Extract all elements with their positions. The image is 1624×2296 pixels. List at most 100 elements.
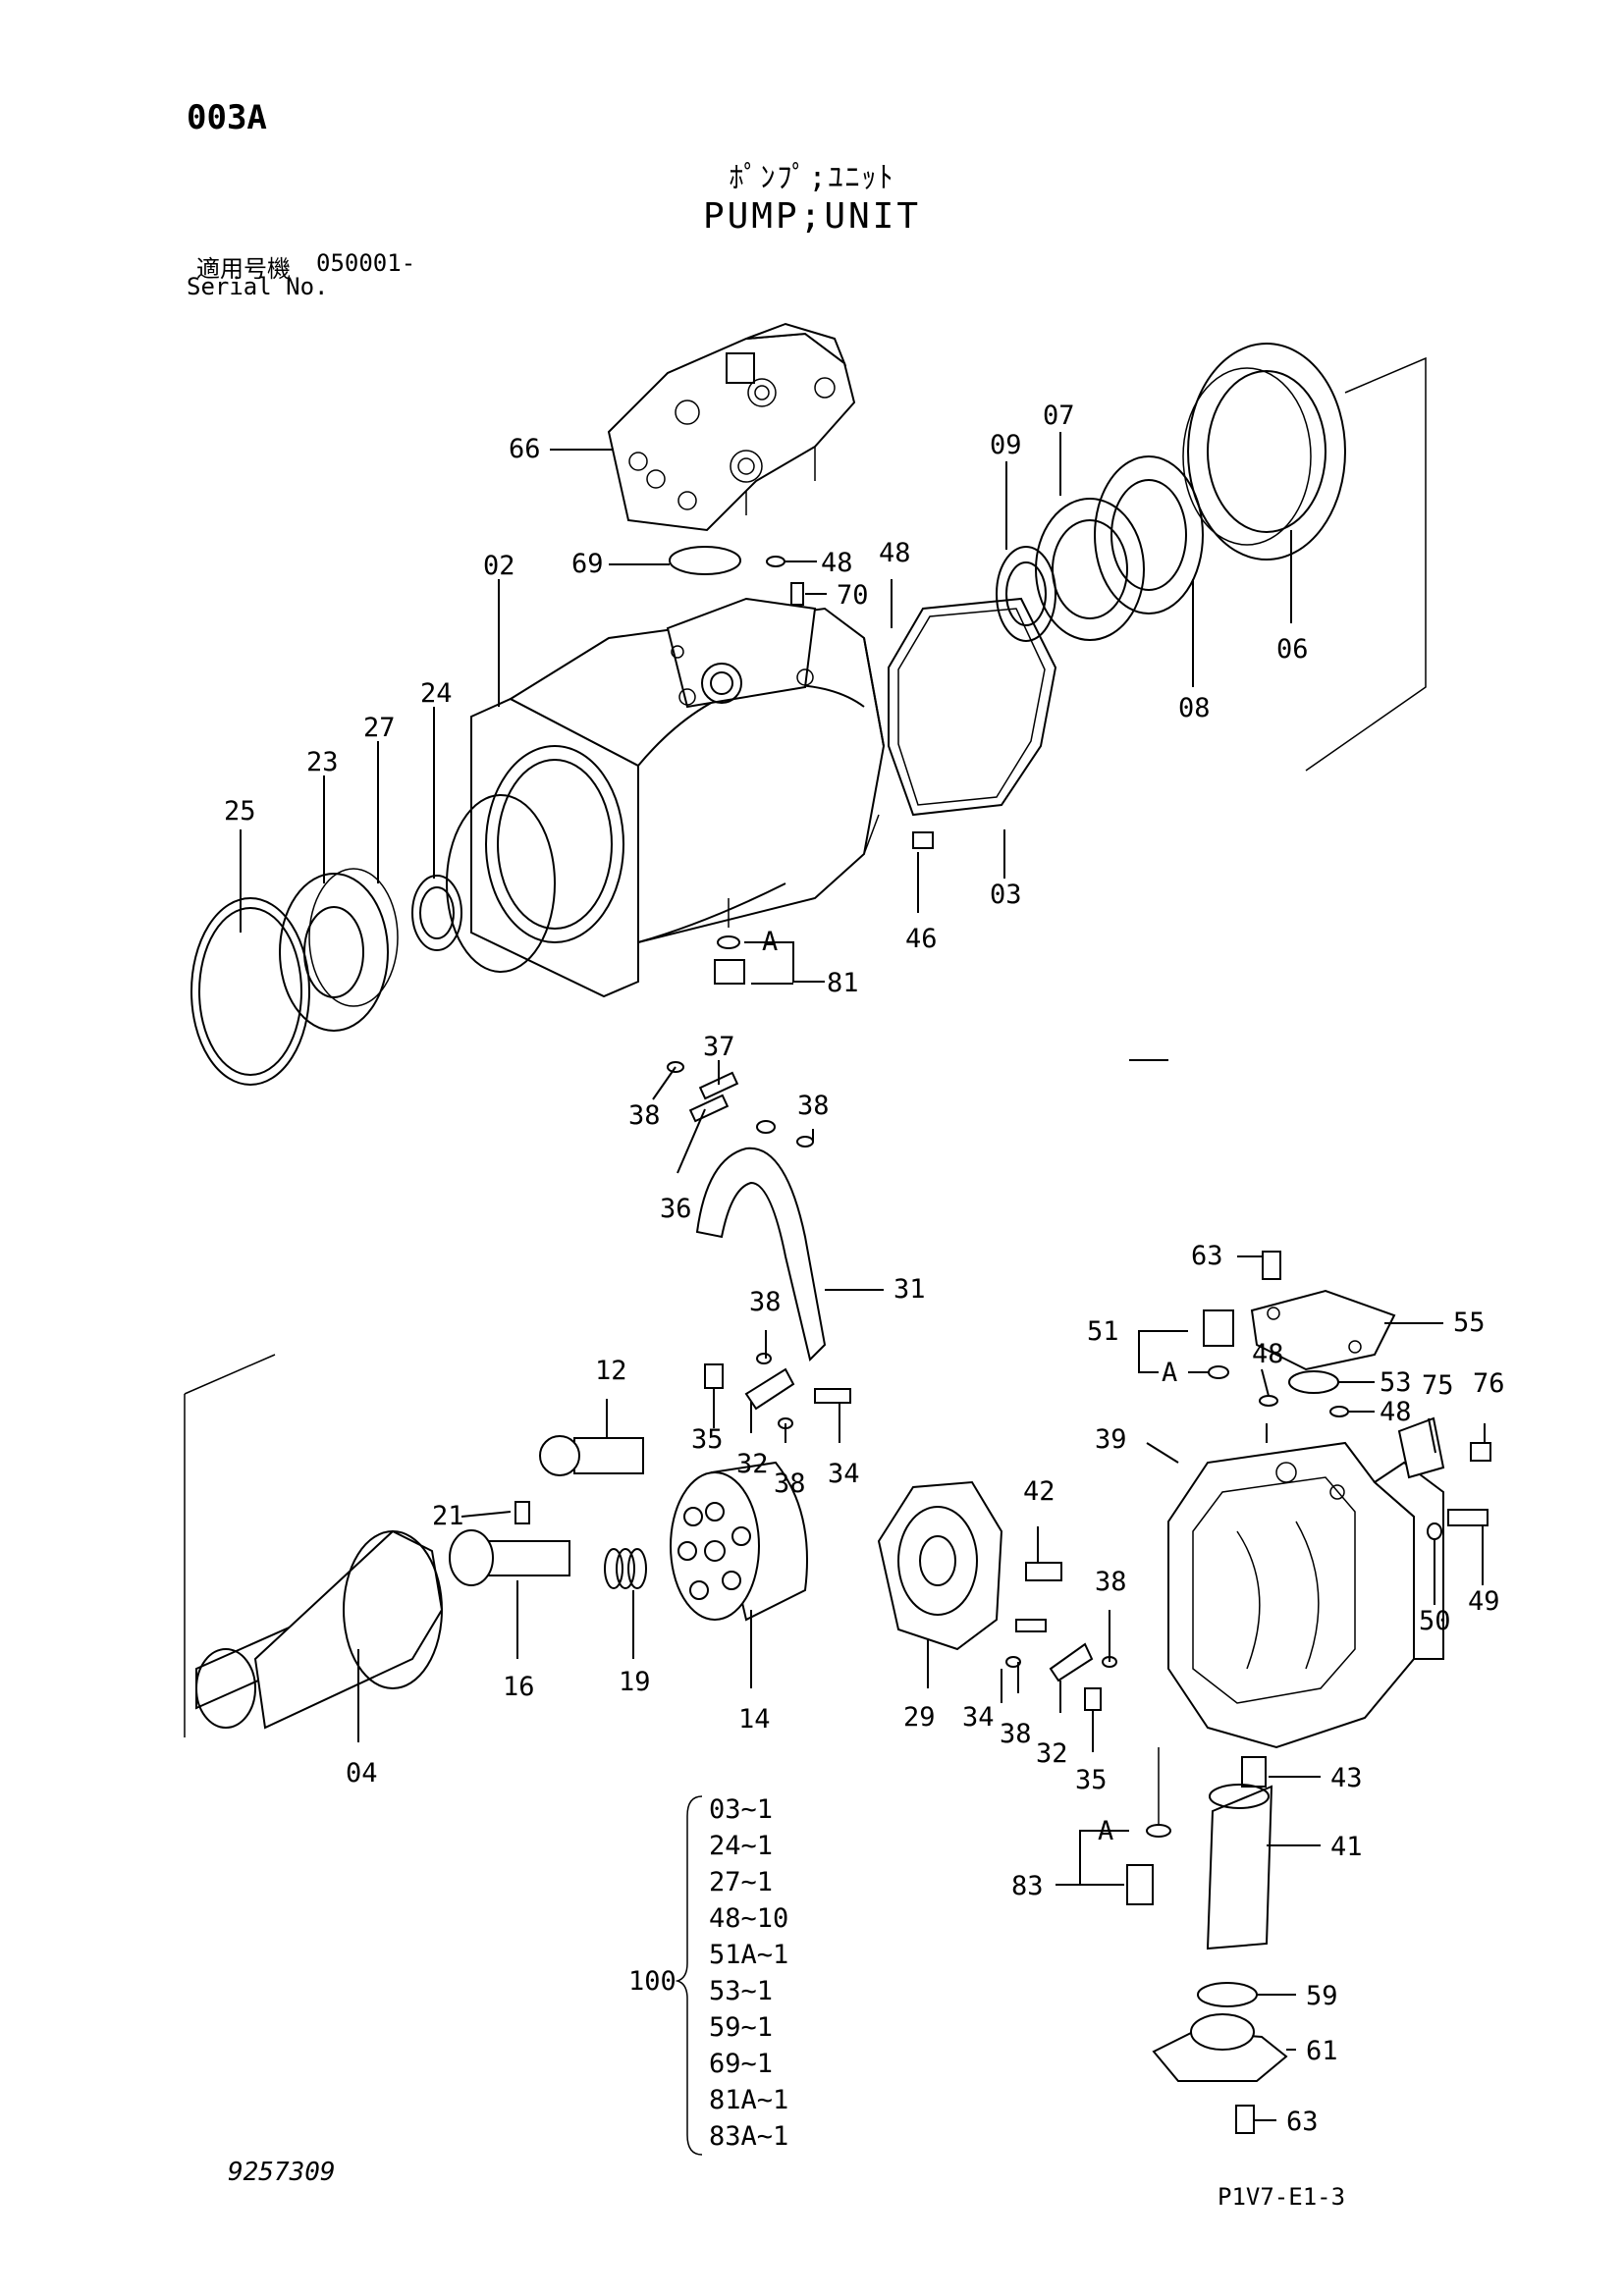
callout-06: 06: [1276, 634, 1309, 665]
callout-53: 53: [1380, 1367, 1412, 1398]
serial-label-english: Serial No.: [187, 273, 329, 300]
callout-21: 21: [432, 1501, 464, 1531]
callout-63-top: 63: [1191, 1241, 1223, 1271]
kit-item: 81A~1: [709, 2085, 788, 2115]
spring-19: [604, 1548, 647, 1589]
kit-item-qty: ~1: [757, 1940, 789, 1970]
spring-43: [1241, 1756, 1267, 1788]
kit-item: 69~1: [709, 2049, 773, 2079]
callout-48-gasket: 48: [879, 538, 911, 568]
shoe-12: [573, 1437, 644, 1474]
callout-42: 42: [1023, 1476, 1056, 1507]
callout-48-mid: 48: [1252, 1339, 1284, 1369]
o-ring-48-top: [766, 556, 785, 567]
kit-item-part: 27: [709, 1867, 741, 1897]
callout-32-left: 32: [736, 1449, 769, 1479]
pin-21: [514, 1501, 530, 1524]
o-ring-69: [669, 546, 741, 575]
pump-casing: [470, 597, 886, 998]
title-japanese: ﾎﾟﾝﾌﾟ;ﾕﾆｯﾄ: [729, 161, 895, 195]
pin-70: [790, 582, 804, 606]
valve-block-39: [1167, 1441, 1444, 1749]
callout-46: 46: [905, 924, 938, 954]
callout-43: 43: [1330, 1763, 1363, 1793]
serial-number: 050001-: [316, 249, 416, 277]
kit-item: 51A~1: [709, 1940, 788, 1970]
kit-item-part: 48: [709, 1903, 741, 1934]
callout-48-right: 48: [1380, 1397, 1412, 1427]
kit-item: 24~1: [709, 1831, 773, 1861]
callout-83: 83: [1011, 1871, 1044, 1901]
callout-19: 19: [619, 1667, 651, 1697]
screw-34-right: [1015, 1619, 1047, 1632]
cover-55: [1250, 1289, 1396, 1371]
kit-item-qty: ~1: [741, 2012, 774, 2043]
bolt-49: [1447, 1509, 1489, 1526]
callout-24: 24: [420, 678, 453, 709]
serial-label-japanese: 適用号機: [196, 255, 291, 283]
callout-34-right: 34: [962, 1702, 995, 1733]
kit-item-part: 03: [709, 1794, 741, 1825]
callout-38-f: 38: [1000, 1719, 1032, 1749]
part-callouts: 66 69 48 70 48 09 07 06 08 02 24 27 23 2…: [224, 400, 1505, 2137]
callout-27: 27: [363, 713, 396, 743]
callout-63-bottom: 63: [1286, 2107, 1319, 2137]
kit-item: 27~1: [709, 1867, 773, 1897]
callout-48-top: 48: [821, 548, 853, 578]
sheet-reference: P1V7-E1-3: [1218, 2183, 1346, 2211]
callout-31: 31: [893, 1274, 926, 1305]
callout-23: 23: [306, 747, 339, 777]
callout-38-e: 38: [1095, 1567, 1127, 1597]
kit-item-part: 83A: [709, 2121, 757, 2152]
o-ring-59: [1197, 1982, 1258, 2007]
callout-51: 51: [1087, 1316, 1119, 1347]
callout-55: 55: [1453, 1308, 1486, 1338]
bolt-35-left: [704, 1363, 724, 1389]
pin-36: [688, 1094, 730, 1123]
callout-09: 09: [990, 430, 1022, 460]
drawing-number: 9257309: [228, 2158, 336, 2187]
swash-yoke-31: [695, 1147, 827, 1362]
screw-63-top: [1262, 1251, 1281, 1280]
callout-08: 08: [1178, 693, 1211, 723]
callout-35-left: 35: [691, 1424, 724, 1455]
callout-38-b: 38: [628, 1100, 661, 1131]
callout-a-mid: A: [1162, 1358, 1177, 1388]
kit-item: 48~10: [709, 1903, 788, 1934]
dowel-pin-46: [912, 831, 934, 849]
drive-shaft-04: [195, 1529, 444, 1730]
callout-34-left: 34: [828, 1459, 860, 1489]
callout-39: 39: [1095, 1424, 1127, 1455]
callout-75: 75: [1422, 1370, 1454, 1401]
title-english: PUMP;UNIT: [702, 196, 922, 237]
kit-item-part: 51A: [709, 1940, 757, 1970]
o-ring-48-mid: [1259, 1395, 1278, 1407]
kit-item-qty: ~1: [741, 2049, 774, 2079]
callout-38-c: 38: [749, 1287, 782, 1317]
pin-37: [698, 1071, 739, 1100]
callout-02: 02: [483, 551, 515, 581]
callout-04: 04: [346, 1758, 378, 1789]
callout-37: 37: [703, 1032, 735, 1062]
o-ring-81: [717, 935, 740, 949]
kit-item: 53~1: [709, 1976, 773, 2006]
kit-item-part: 24: [709, 1831, 741, 1861]
screw-63-bottom: [1235, 2105, 1255, 2134]
kit-item-part: 81A: [709, 2085, 757, 2115]
o-ring-53: [1288, 1370, 1339, 1394]
callout-29: 29: [903, 1702, 936, 1733]
kit-number: 100: [628, 1966, 677, 1997]
callout-35-right: 35: [1075, 1765, 1108, 1795]
callout-25: 25: [224, 796, 256, 827]
shaft-seal-group: [190, 794, 556, 1086]
kit-item-qty: ~10: [741, 1903, 789, 1934]
sensor-83: [1126, 1864, 1154, 1905]
page-code: 003A: [187, 98, 267, 137]
spool-41: [1206, 1785, 1273, 1950]
leader-lines: [240, 432, 1486, 2121]
callout-38-a: 38: [797, 1091, 830, 1121]
kit-item-qty: ~1: [741, 1867, 774, 1897]
callout-07: 07: [1043, 400, 1075, 431]
callout-14: 14: [738, 1704, 771, 1735]
